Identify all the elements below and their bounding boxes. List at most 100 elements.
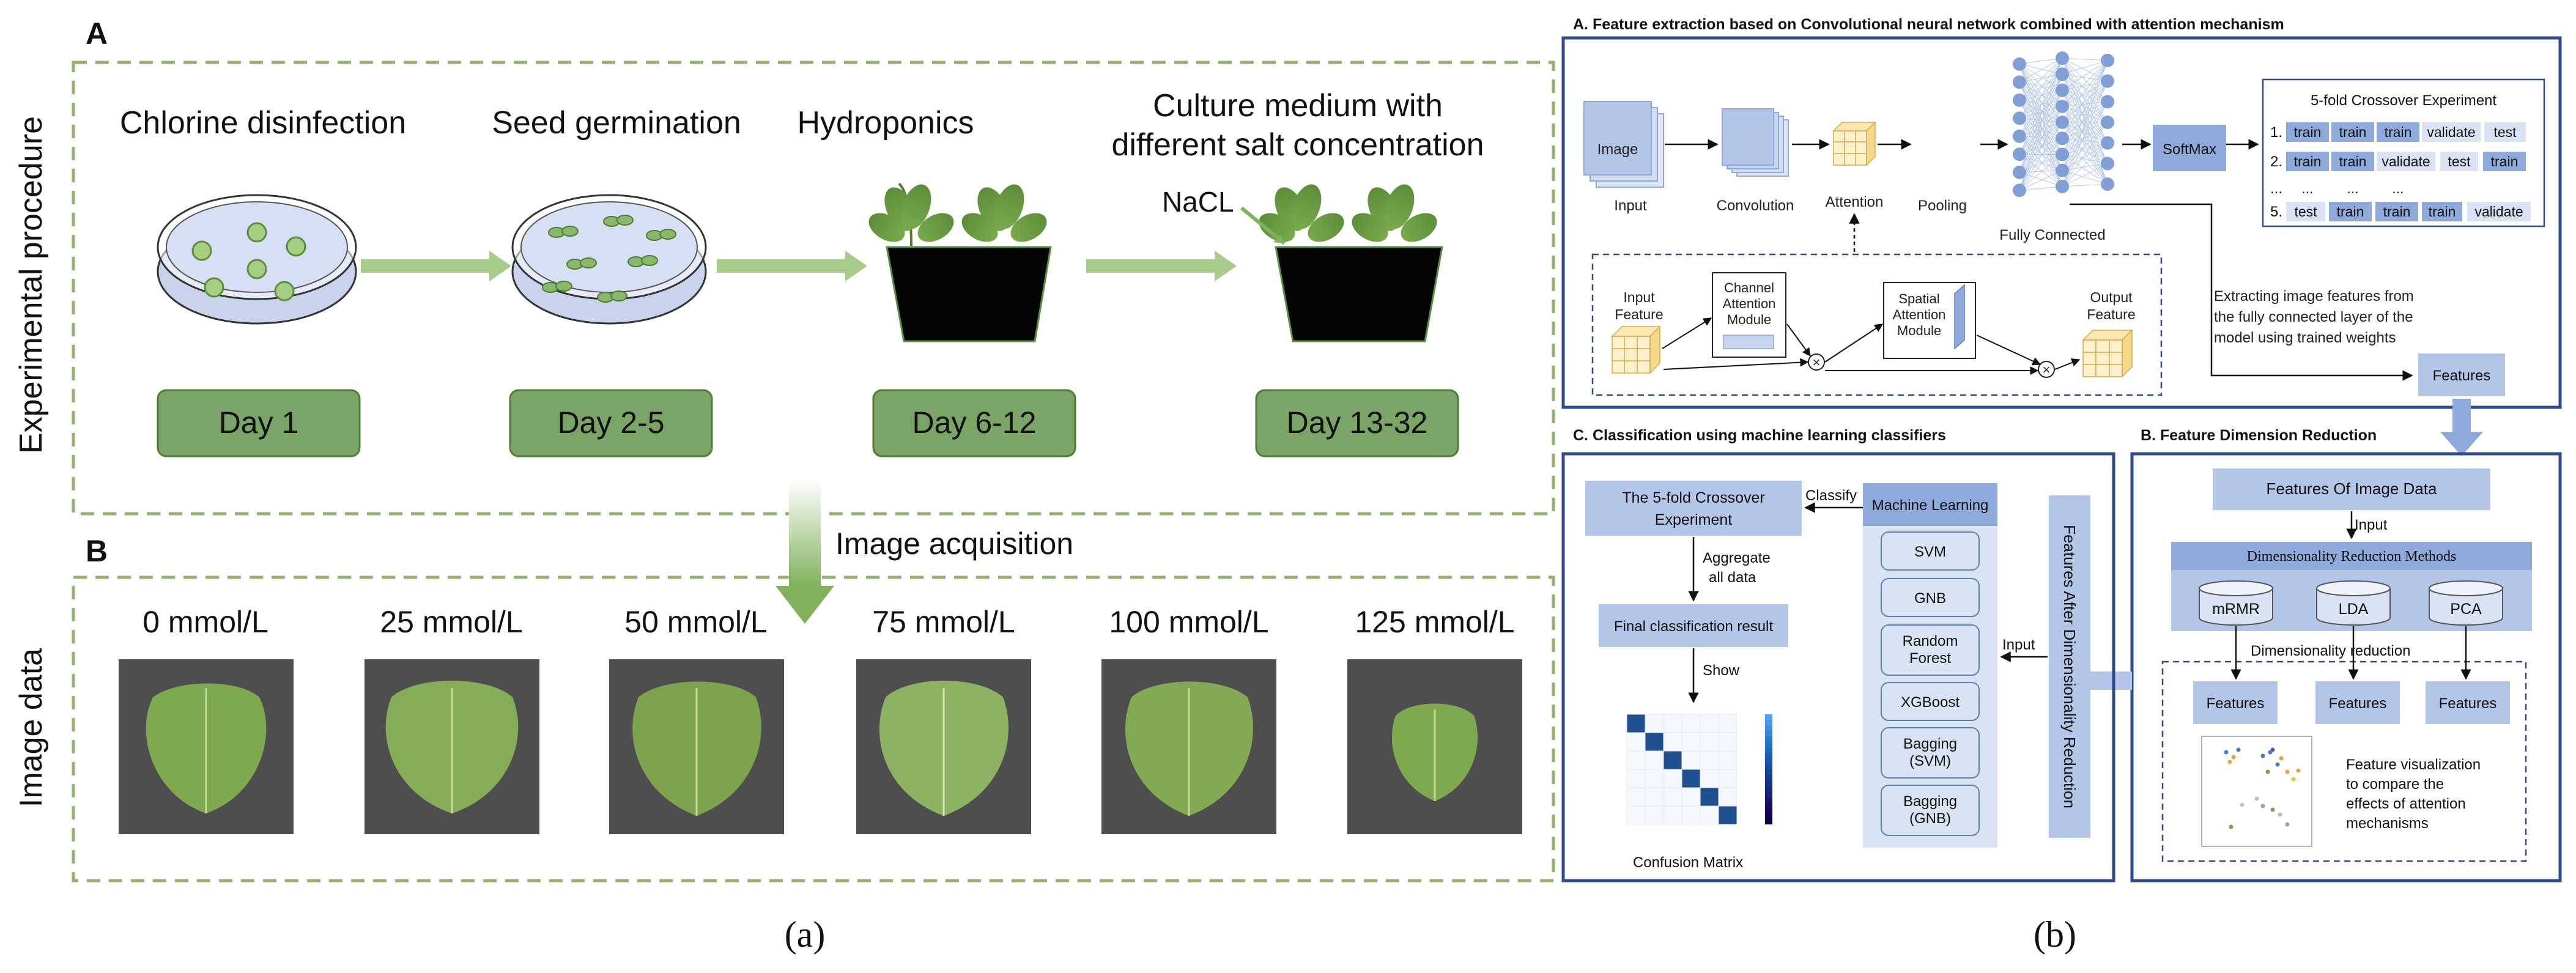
viz-point: [2275, 762, 2280, 767]
day-box-1: [157, 389, 361, 457]
fc-edge: [2019, 81, 2063, 107]
caption-b: (b): [2034, 914, 2076, 955]
extract-text-line1: Extracting image features from: [2214, 288, 2414, 305]
crossover-cell-label: test: [2493, 124, 2517, 140]
fc-edge: [2062, 142, 2108, 187]
fc-edge: [2019, 64, 2063, 139]
confusion-colorbar-step: [1765, 742, 1772, 747]
crossover-cell-label: train: [2339, 124, 2367, 140]
side-label-image-data: Image data: [13, 648, 49, 807]
output-feature-cube: [2082, 329, 2133, 378]
fc-edge: [2062, 60, 2108, 139]
confusion-cell: [1645, 732, 1664, 752]
confusion-colorbar-step: [1765, 758, 1772, 764]
fc-edge: [2062, 81, 2108, 187]
fc-edge: [2019, 154, 2063, 187]
fc-edge: [2019, 100, 2063, 123]
fc-edge: [2062, 122, 2108, 139]
section-a-frame: [1561, 36, 2562, 409]
day-label-4: Day 13-32: [1287, 405, 1428, 440]
confusion-cell: [1626, 787, 1646, 807]
attention-label: Attention: [1826, 194, 1884, 210]
concentration-label-0: 0 mmol/L: [142, 605, 268, 639]
classifier-label: Bagging: [1903, 736, 1957, 752]
fc-edge: [2062, 73, 2108, 102]
crossover-cell-label: ...: [2301, 180, 2313, 196]
crossover-cell-label: train: [2491, 154, 2519, 169]
confusion-colorbar-step: [1765, 736, 1772, 742]
channel-module-line2: Attention: [1723, 296, 1776, 311]
fc-edge: [2062, 60, 2108, 107]
section-b-title: B. Feature Dimension Reduction: [2141, 427, 2377, 444]
confusion-cell: [1626, 805, 1646, 825]
spatial-weight-slab: [1954, 284, 1965, 350]
confusion-colorbar-step: [1765, 791, 1772, 797]
crossover-cell: [2440, 152, 2478, 171]
method-mrmr: mRMR: [2212, 601, 2260, 618]
extract-text-line2: the fully connected layer of the: [2214, 309, 2413, 325]
reduced-features-frame: [2161, 660, 2527, 862]
fc-edge: [2062, 74, 2108, 164]
step-title-hydroponics: Hydroponics: [797, 105, 974, 141]
fc-neuron: [2056, 99, 2069, 113]
crossover-cell: [2422, 122, 2481, 142]
fc-neuron: [2101, 116, 2114, 129]
fc-edge: [2019, 154, 2063, 191]
viz-point: [2236, 747, 2241, 752]
fc-neuron: [2101, 136, 2114, 150]
fc-edge: [2019, 64, 2063, 155]
confusion-cell: [1645, 750, 1664, 770]
cnn-flow-arrows: [1665, 139, 2259, 252]
image-box-label: Image: [1597, 141, 1638, 158]
classifier-label: (SVM): [1909, 753, 1951, 769]
viz-text-line4: mechanisms: [2346, 815, 2429, 832]
fc-edge: [2062, 183, 2108, 187]
attention-detail-frame: [1591, 253, 2163, 396]
classifier-box: [1881, 578, 1980, 617]
fc-edge: [2019, 170, 2063, 191]
fc-edge: [2062, 57, 2108, 123]
fc-edge: [2019, 100, 2063, 107]
fc-edge: [2019, 64, 2063, 187]
step-title-germination: Seed germination: [492, 105, 741, 141]
multiply-symbol-2: ×: [2043, 362, 2051, 377]
viz-point: [2268, 750, 2273, 755]
fc-edge: [2062, 90, 2108, 123]
crossover-experiment-line1: The 5-fold Crossover: [1622, 489, 1764, 506]
aggregate-line2: all data: [1709, 569, 1756, 586]
fc-edge: [2019, 122, 2063, 155]
method-cylinders: [2199, 580, 2503, 626]
classifier-box: [1881, 785, 1980, 836]
confusion-cell: [1663, 732, 1682, 752]
fc-edge: [2019, 106, 2063, 155]
fc-edge: [2062, 102, 2108, 187]
input-label: Input: [1614, 198, 1647, 214]
confusion-cell: [1681, 732, 1701, 752]
fc-neuron: [2056, 147, 2069, 161]
fc-edge: [2019, 138, 2063, 155]
reduction-label: Dimensionality reduction: [2251, 643, 2410, 659]
fc-edge: [2019, 64, 2063, 107]
viz-point: [2291, 777, 2296, 782]
fc-neuron: [2013, 75, 2026, 89]
fc-edge: [2062, 81, 2108, 91]
crossover-cell: [2329, 202, 2372, 221]
extract-text-line3: model using trained weights: [2214, 330, 2396, 346]
leaf-photo-75: [856, 659, 1031, 834]
channel-weight-bar: [1723, 335, 1774, 349]
day-box-2: [509, 389, 713, 457]
crossover-cell: [2331, 122, 2374, 142]
fc-edge: [2062, 163, 2108, 187]
fc-edge: [2019, 73, 2063, 101]
fc-edge: [2019, 90, 2063, 172]
process-arrows: [361, 251, 1237, 281]
concentration-label-100: 100 mmol/L: [1109, 605, 1268, 639]
fc-edge: [2019, 57, 2063, 65]
crossover-cell-label: validate: [2474, 204, 2523, 220]
crossover-cell-label: train: [2383, 204, 2411, 220]
show-label: Show: [1703, 662, 1740, 679]
confusion-colorbar-step: [1765, 714, 1772, 720]
fc-edge: [2019, 81, 2063, 123]
leaf-photo-50: [609, 659, 784, 834]
crossover-cell-label: validate: [2382, 154, 2430, 169]
